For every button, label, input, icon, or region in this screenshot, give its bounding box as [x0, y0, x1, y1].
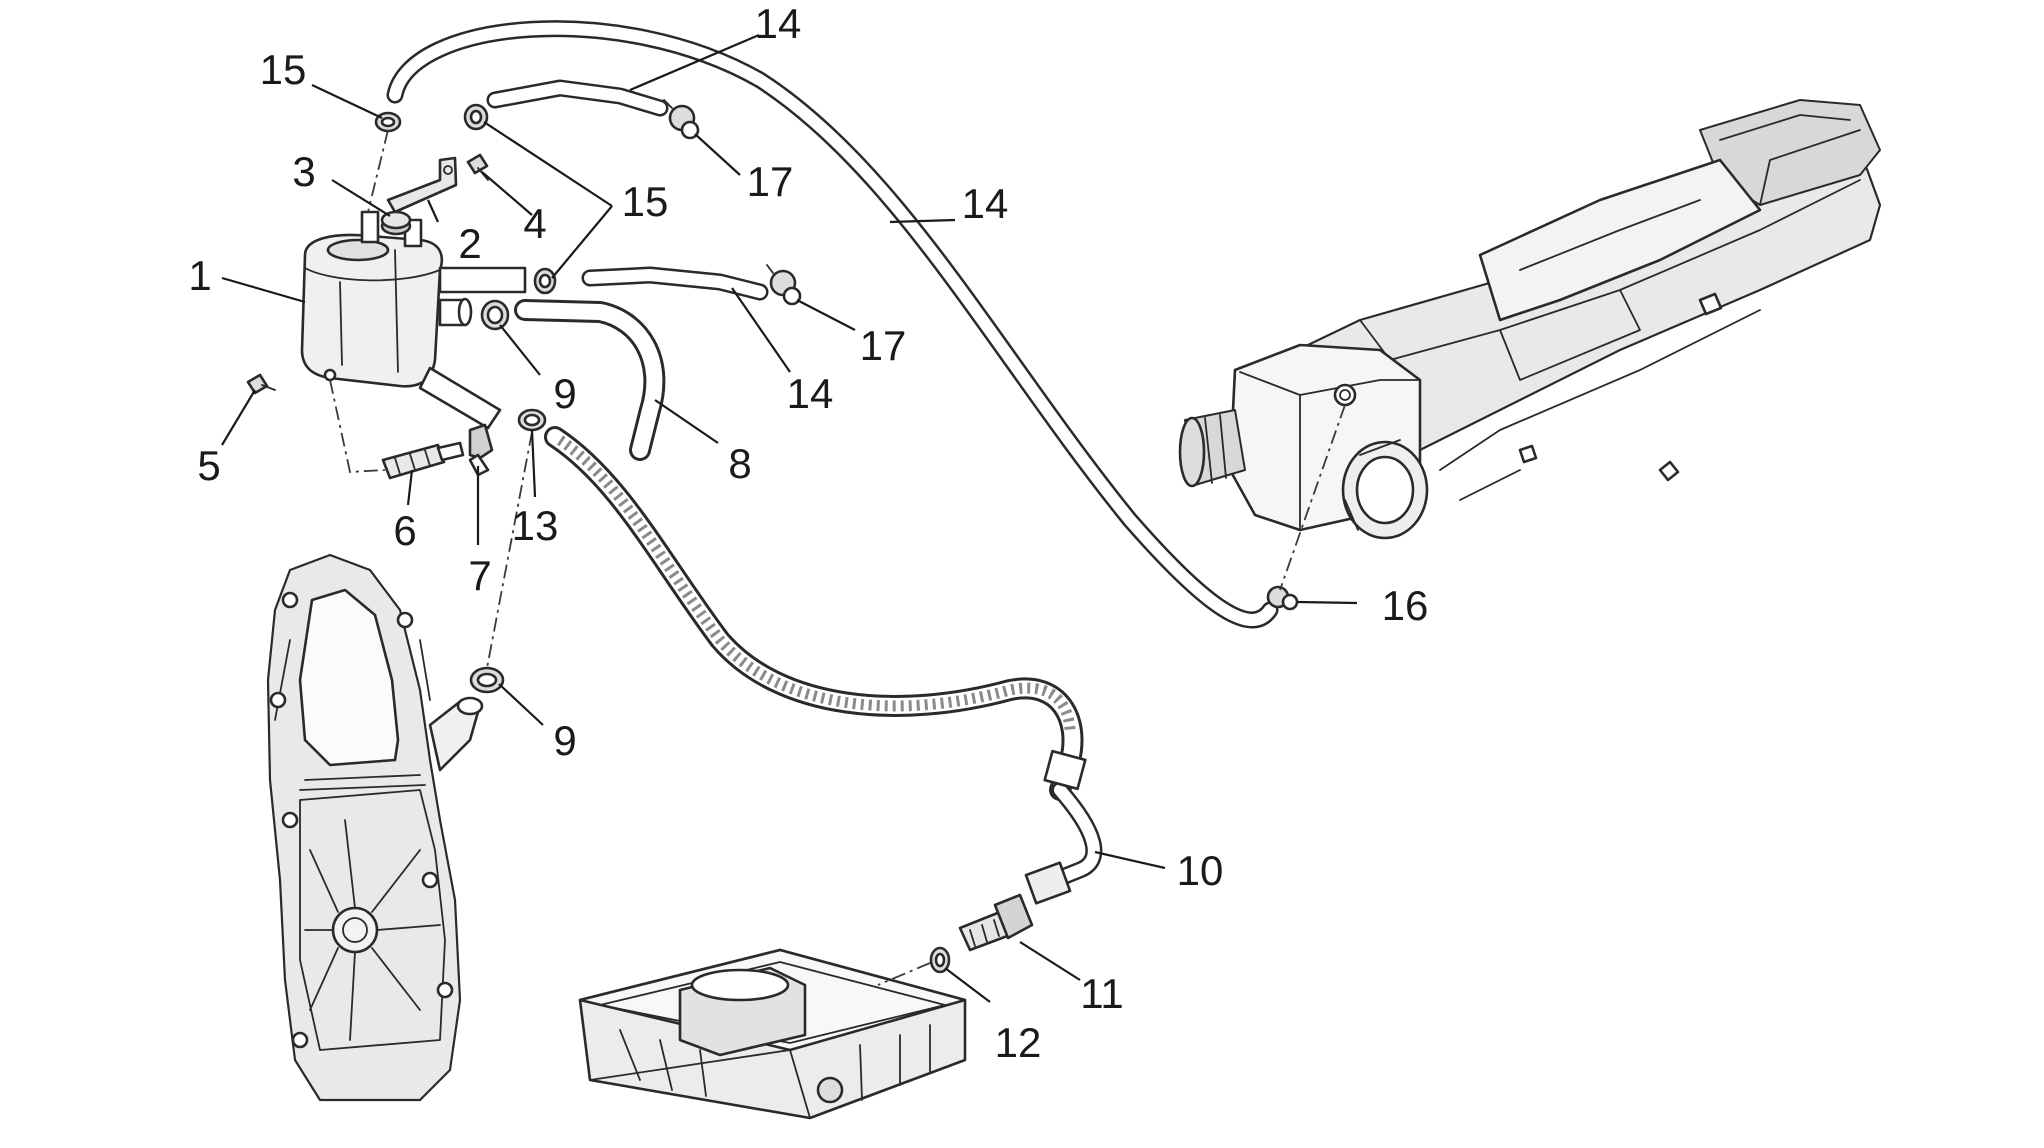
clamp-part-15-upper-right	[463, 103, 489, 131]
callout-13: 13	[512, 502, 559, 549]
callout-11: 11	[1080, 970, 1124, 1017]
union-fitting-part-11	[958, 893, 1034, 952]
callout-9-upper: 9	[553, 370, 576, 417]
clamp-part-15-middle	[533, 267, 557, 295]
callout-6: 6	[393, 507, 416, 554]
callout-9-lower: 9	[553, 717, 576, 764]
callout-17-lower: 17	[860, 322, 907, 369]
hose-8	[514, 299, 666, 461]
sensor-part-6	[381, 441, 465, 480]
callout-leader-lines	[221, 33, 1358, 1003]
callout-10: 10	[1177, 847, 1224, 894]
callout-15-top: 15	[260, 46, 307, 93]
callout-2: 2	[458, 220, 481, 267]
bracket-part-2	[386, 156, 458, 214]
spring-clamp-part-17-lower	[766, 264, 802, 306]
oil-sump-pan	[578, 948, 967, 1120]
washer-part-12	[929, 946, 951, 974]
screw-part-4	[466, 153, 489, 181]
breather-tank	[300, 210, 527, 430]
assembly-center-lines	[329, 129, 1346, 986]
hose-14-upper-short	[486, 79, 669, 117]
clamp-part-16	[1266, 585, 1299, 611]
hose-10-lower-pipe	[1024, 749, 1103, 905]
engine-timing-cover	[266, 553, 484, 1102]
clamp-part-9-upper	[480, 299, 510, 331]
callout-1: 1	[188, 252, 211, 299]
callout-5: 5	[197, 442, 220, 489]
connector-part-7	[468, 423, 494, 477]
hose-14-long	[386, 20, 1279, 629]
callout-16: 16	[1382, 582, 1429, 629]
clamp-part-9-lower	[469, 666, 505, 694]
callout-14-lower: 14	[787, 370, 834, 417]
callout-3: 3	[292, 148, 315, 195]
airbox-assembly	[1178, 99, 1882, 540]
screw-part-5	[246, 373, 276, 395]
callout-15-middle: 15	[622, 178, 669, 225]
callout-4: 4	[523, 200, 546, 247]
hose-14-middle	[581, 266, 769, 301]
grommet-part-3	[380, 210, 412, 236]
callout-14-right: 14	[962, 180, 1009, 227]
callout-7: 7	[468, 552, 491, 599]
callout-14-top: 14	[755, 0, 802, 47]
clamp-part-13	[517, 408, 547, 432]
callout-12: 12	[995, 1019, 1042, 1066]
callout-8: 8	[728, 440, 751, 487]
spring-clamp-part-17-upper	[663, 99, 700, 140]
callout-labels: 1 2 3 4 5 6 7 8 9 9 10 11 12 13 14 14 14…	[188, 0, 1428, 1066]
callout-17-upper: 17	[747, 158, 794, 205]
hose-10-braided	[544, 426, 1084, 801]
